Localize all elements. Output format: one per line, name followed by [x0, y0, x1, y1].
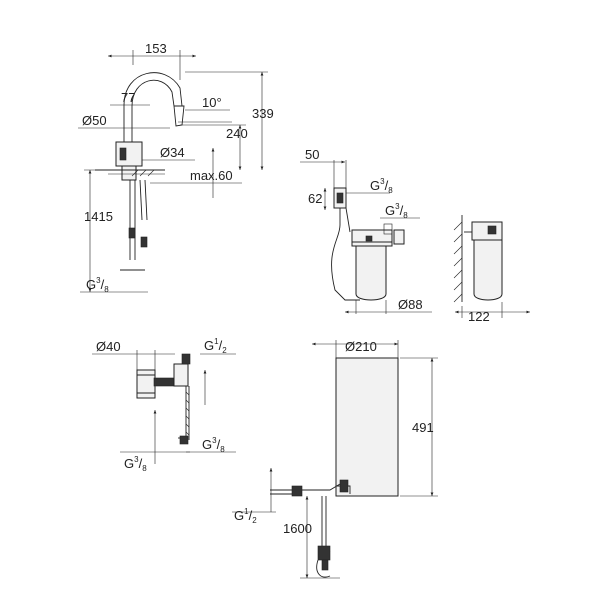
dim-g38-bottom-right: G3/8 — [202, 436, 225, 454]
dim-d88: Ø88 — [398, 297, 423, 312]
dim-g12-bottom: G1/2 — [234, 507, 257, 525]
dim-77: 77 — [121, 90, 135, 105]
dim-d210: Ø210 — [345, 339, 377, 354]
tank-dimensions: Ø210 491 G1/2 1600 — [232, 339, 438, 579]
dim-122: 122 — [468, 309, 490, 324]
dim-50: 50 — [305, 147, 319, 162]
filter-side-view: 122 — [453, 215, 530, 324]
dim-62: 62 — [308, 191, 322, 206]
dim-g38-top-left: G3/8 — [86, 276, 109, 294]
dim-491: 491 — [412, 420, 434, 435]
tank-view — [270, 357, 399, 578]
dim-d50: Ø50 — [82, 113, 107, 128]
dim-153: 153 — [145, 41, 167, 56]
dim-d40: Ø40 — [96, 339, 121, 354]
dim-1415: 1415 — [84, 209, 113, 224]
dim-max60: max.60 — [190, 168, 233, 183]
faucet-dimensions: 153 77 Ø50 10° 339 240 Ø34 max.60 1415 G… — [78, 41, 274, 294]
valve-assembly-view — [136, 353, 191, 445]
valve-assembly-dimensions: Ø40 G1/2 G3/8 G3/8 — [92, 337, 236, 473]
dim-339: 339 — [252, 106, 274, 121]
dim-1600: 1600 — [283, 521, 312, 536]
filter-unit-dimensions: 50 62 G3/8 G3/8 Ø88 — [300, 147, 432, 314]
dim-240: 240 — [226, 126, 248, 141]
dim-g38-top-right-b: G3/8 — [385, 202, 408, 220]
dim-d34: Ø34 — [160, 145, 185, 160]
dim-10deg: 10° — [202, 95, 222, 110]
dim-g12-mid: G1/2 — [204, 337, 227, 355]
dim-g38-top-right-a: G3/8 — [370, 177, 393, 195]
dim-g38-bottom-left: G3/8 — [124, 455, 147, 473]
faucet-view — [95, 72, 185, 271]
filter-unit-view — [331, 187, 405, 301]
